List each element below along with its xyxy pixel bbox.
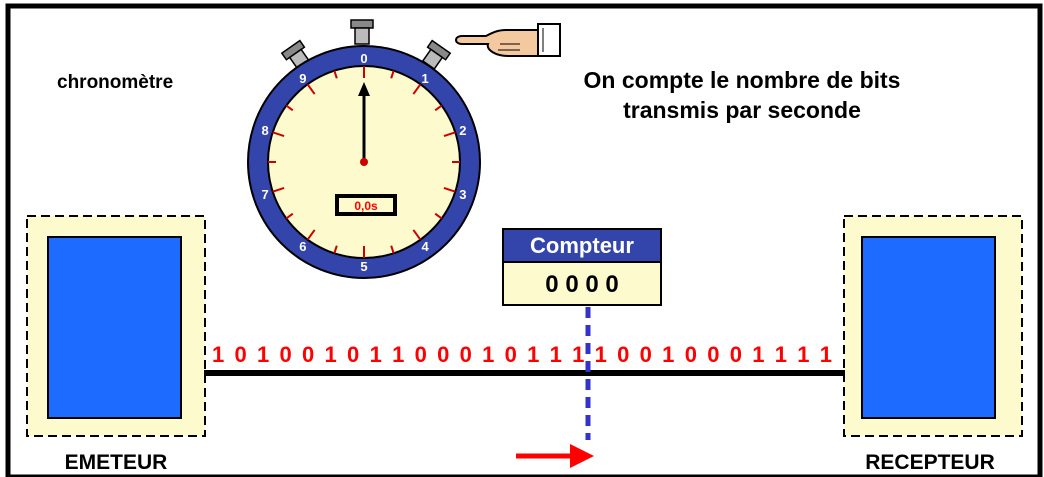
dial-tick (272, 187, 285, 193)
dial-tick (272, 131, 285, 137)
dial-tick (285, 212, 294, 220)
caption-line-2: transmis par seconde (623, 97, 861, 123)
dial-number: 8 (261, 123, 268, 138)
counter-body (502, 261, 662, 306)
counter-value: 0 0 0 0 (545, 271, 618, 298)
dial-tick (412, 83, 422, 95)
time-display-value: 0,0s (354, 199, 378, 213)
counter-title: Compteur (530, 233, 634, 258)
dial-number: 1 (422, 71, 429, 86)
dial-tick (390, 70, 395, 79)
stopwatch: 0 1 2 3 4 5 6 7 8 9 0,0s (247, 19, 481, 279)
dial-number: 9 (299, 71, 306, 86)
emitter-box (26, 215, 206, 437)
bitstream: 1 0 1 0 0 1 0 1 1 0 0 0 1 0 1 1 1 1 0 0 … (212, 342, 832, 367)
dial-number: 3 (459, 187, 466, 202)
dial-ticks (268, 66, 460, 258)
dial-tick (434, 104, 443, 112)
dial-tick (434, 212, 443, 220)
receiver-label: RECEPTEUR (865, 451, 995, 474)
receiver-box (843, 215, 1023, 437)
dial-tick (412, 229, 422, 241)
dial-tick (333, 70, 338, 79)
dial-numbers: 0 1 2 3 4 5 6 7 8 9 (261, 51, 466, 274)
counter-header (502, 228, 662, 263)
dial-number: 2 (459, 123, 466, 138)
dial-number: 0 (360, 51, 367, 66)
dial-number: 7 (261, 187, 268, 202)
counter: Compteur 0 0 0 0 (502, 228, 662, 306)
dial-number: 4 (422, 239, 430, 254)
dial-tick (306, 83, 316, 95)
dial-tick (390, 245, 395, 254)
receiver-screen (861, 236, 996, 419)
dial-tick (306, 229, 316, 241)
dial-tick (443, 131, 456, 137)
dial-number: 5 (360, 259, 367, 274)
direction-arrow-icon (516, 444, 594, 468)
emitter-label: EMETEUR (65, 451, 168, 474)
caption-line-1: On compte le nombre de bits (584, 67, 901, 93)
dial-tick (333, 245, 338, 254)
hand-pivot (360, 158, 368, 166)
stopwatch-label: chronomètre (57, 72, 173, 93)
emitter-screen (47, 236, 182, 419)
dial-tick (443, 187, 456, 193)
pointing-hand-icon (455, 23, 561, 57)
dial-number: 6 (299, 239, 306, 254)
dial-tick (285, 104, 294, 112)
